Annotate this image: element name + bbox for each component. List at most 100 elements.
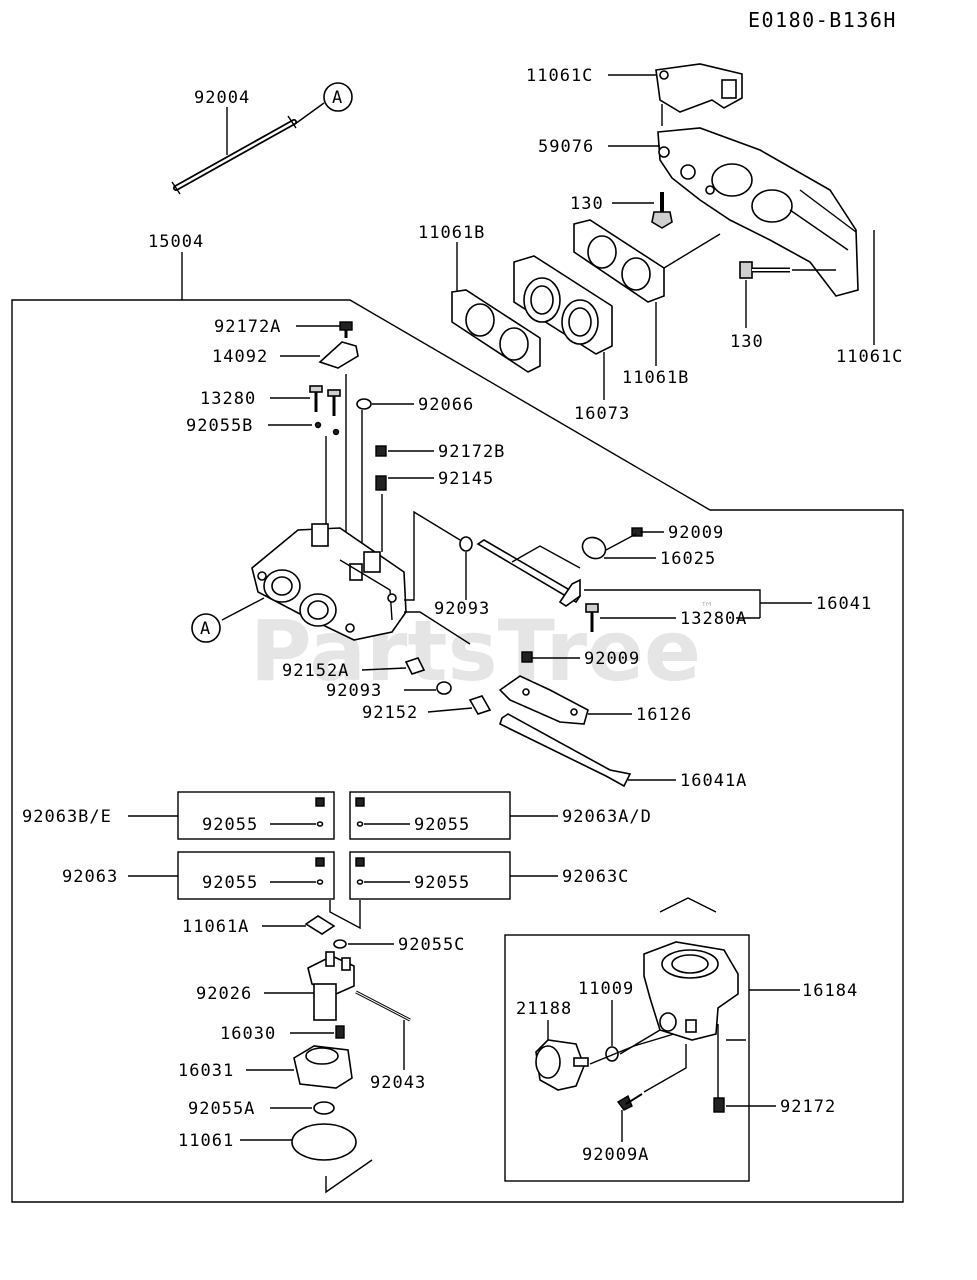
label-92055-box1: 92055 <box>202 815 258 835</box>
bracket-throttle-shaft <box>404 510 461 601</box>
label-92009-top: 92009 <box>668 523 724 543</box>
throttle-valve-16025[interactable] <box>579 533 610 562</box>
plate-14092[interactable] <box>318 341 359 369</box>
bolt-130-right[interactable] <box>739 261 790 279</box>
label-92055-box4: 92055 <box>414 873 470 893</box>
float-16031[interactable] <box>293 1045 353 1089</box>
label-92043: 92043 <box>370 1073 426 1093</box>
o-ring-92055a[interactable] <box>313 1101 335 1115</box>
callout-a-body-circle <box>191 613 221 643</box>
jet-92063ad[interactable] <box>355 797 365 827</box>
label-92063ad: 92063A/D <box>562 807 652 827</box>
bushing-92093-bottom[interactable] <box>436 681 452 695</box>
label-11061: 11061 <box>178 1131 234 1151</box>
o-ring-92066[interactable] <box>356 398 372 410</box>
callout-a-top-circle <box>323 82 353 112</box>
carburetor-body[interactable] <box>251 523 407 641</box>
screw-92172[interactable] <box>713 1024 725 1113</box>
label-16126: 16126 <box>636 705 692 725</box>
spacer-16073[interactable] <box>513 255 613 355</box>
bolt-130-left[interactable] <box>651 192 673 229</box>
assembly-outline-15004 <box>11 299 904 1203</box>
bushing-92152a[interactable] <box>404 657 426 675</box>
leader-92152 <box>427 707 473 713</box>
fuel-bowl-16184[interactable] <box>643 941 739 1041</box>
label-92055-box3: 92055 <box>202 873 258 893</box>
screw-92172b[interactable] <box>375 445 387 457</box>
gasket-11061a[interactable] <box>304 915 336 935</box>
screws-13280[interactable] <box>309 385 341 416</box>
leader-callout-a-body <box>221 597 265 621</box>
solenoid-21188[interactable] <box>535 1039 589 1091</box>
bushing-92093-top[interactable] <box>459 536 473 552</box>
washer-11009[interactable] <box>605 1046 619 1062</box>
leader-16025-to-shaft <box>511 545 581 569</box>
gasket-11061b-left[interactable] <box>451 289 541 373</box>
label-92172: 92172 <box>780 1097 836 1117</box>
screw-13280a[interactable] <box>585 603 599 632</box>
o-ring-92055c[interactable] <box>333 939 347 949</box>
pin-92043[interactable] <box>355 990 411 1022</box>
callout-a-body: A <box>200 619 211 639</box>
screw-92009a[interactable] <box>616 1093 643 1111</box>
label-59076: 59076 <box>538 137 594 157</box>
screw-92172a[interactable] <box>339 321 353 338</box>
label-92152: 92152 <box>362 703 418 723</box>
nozzle-92026[interactable] <box>307 951 355 1021</box>
label-92063be: 92063B/E <box>22 807 112 827</box>
callout-a-top: A <box>332 88 343 108</box>
label-92172b: 92172B <box>438 442 505 462</box>
label-92009a: 92009A <box>582 1145 649 1165</box>
plate-16126[interactable] <box>498 675 589 725</box>
label-16031: 16031 <box>178 1061 234 1081</box>
label-21188: 21188 <box>516 999 572 1019</box>
label-92004: 92004 <box>194 88 250 108</box>
jet-92063be[interactable] <box>315 797 325 827</box>
guide-bowl-bottom <box>325 1159 373 1194</box>
label-92063: 92063 <box>62 867 118 887</box>
screw-92009-mid[interactable] <box>521 651 533 663</box>
label-92055b: 92055B <box>186 416 253 436</box>
label-92055a: 92055A <box>188 1099 255 1119</box>
bushing-92152[interactable] <box>468 695 492 715</box>
label-92009-mid: 92009 <box>584 649 640 669</box>
label-11009: 11009 <box>578 979 634 999</box>
label-11061a: 11061A <box>182 917 249 937</box>
label-92172a: 92172A <box>214 317 281 337</box>
label-16041: 16041 <box>816 594 872 614</box>
gasket-11061[interactable] <box>291 1123 357 1161</box>
o-ring-92055b[interactable] <box>314 421 340 436</box>
gasket-11061b-right[interactable] <box>573 219 665 303</box>
bracket-lower <box>404 611 471 645</box>
gasket-11061c-top[interactable] <box>655 63 743 113</box>
choke-shaft-16041a[interactable] <box>499 713 632 788</box>
label-16030: 16030 <box>220 1024 276 1044</box>
needle-16030[interactable] <box>335 1025 345 1039</box>
label-11061b-right: 11061B <box>622 368 689 388</box>
label-11061c-right: 11061C <box>836 347 903 367</box>
throttle-shaft[interactable] <box>476 539 582 604</box>
label-11061b-left: 11061B <box>418 223 485 243</box>
jet-92063[interactable] <box>315 857 325 885</box>
stud-92004[interactable] <box>171 115 297 195</box>
lever-16041[interactable] <box>558 578 581 607</box>
label-130-left: 130 <box>570 194 604 214</box>
leader-92009-top-down <box>605 533 637 551</box>
label-16041a: 16041A <box>680 771 747 791</box>
leader-11061b-right-to-manifold <box>663 233 721 269</box>
label-130-right: 130 <box>730 332 764 352</box>
box-16184 <box>504 934 750 1182</box>
leader-callout-a-top <box>294 102 325 125</box>
guide-float-top <box>329 900 361 930</box>
leader-92152a <box>361 667 407 671</box>
intake-manifold-59076[interactable] <box>657 127 859 297</box>
guide-11009 <box>619 1029 661 1055</box>
spring-92145[interactable] <box>375 475 387 491</box>
label-92055-box2: 92055 <box>414 815 470 835</box>
guide-92009a <box>643 1044 687 1093</box>
jet-92063c[interactable] <box>355 857 365 885</box>
label-92093-top: 92093 <box>434 599 490 619</box>
label-14092: 14092 <box>212 347 268 367</box>
